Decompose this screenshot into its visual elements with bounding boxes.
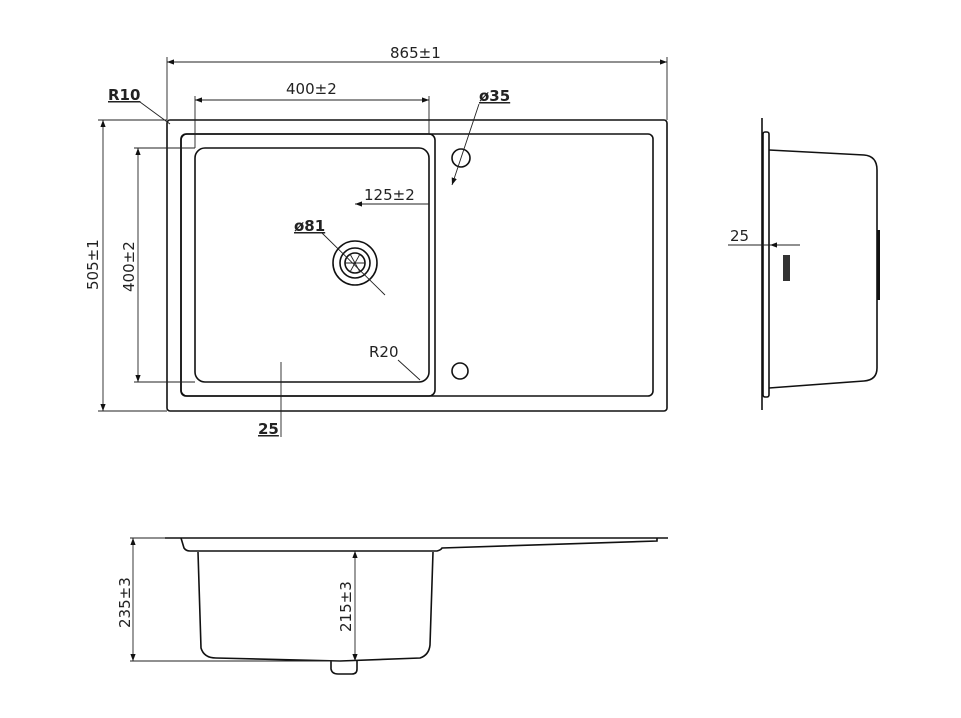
drain-label: ø81 [294,217,325,235]
bowl-height-label: 215±3 [337,581,355,632]
drainboard-rim [180,133,654,397]
bowl [194,147,430,383]
tap-hole-label: ø35 [479,87,510,105]
side-view: 25 [728,118,880,410]
overall-width-label: 865±1 [390,44,441,62]
sink-outline [166,119,668,412]
bowl-offset-label: 125±2 [364,186,415,204]
drain-icon [332,240,378,286]
corner-radius-label: R10 [108,86,140,104]
top-view: 865±1 400±2 R10 ø35 125±2 ø81 R20 25 505… [84,44,668,438]
bowl-radius-label: R20 [369,343,399,361]
flange-label: 25 [730,227,749,245]
rim-label: 25 [258,420,279,438]
overall-depth-label: 505±1 [84,239,102,290]
bowl-width-label: 400±2 [286,80,337,98]
total-height-label: 235±3 [116,577,134,628]
overflow-hole-icon [451,362,469,380]
tap-hole-icon [451,148,471,168]
bowl-depth-label: 400±2 [120,241,138,292]
bowl-rim [180,133,436,397]
front-view: 235±3 215±3 [116,537,668,675]
